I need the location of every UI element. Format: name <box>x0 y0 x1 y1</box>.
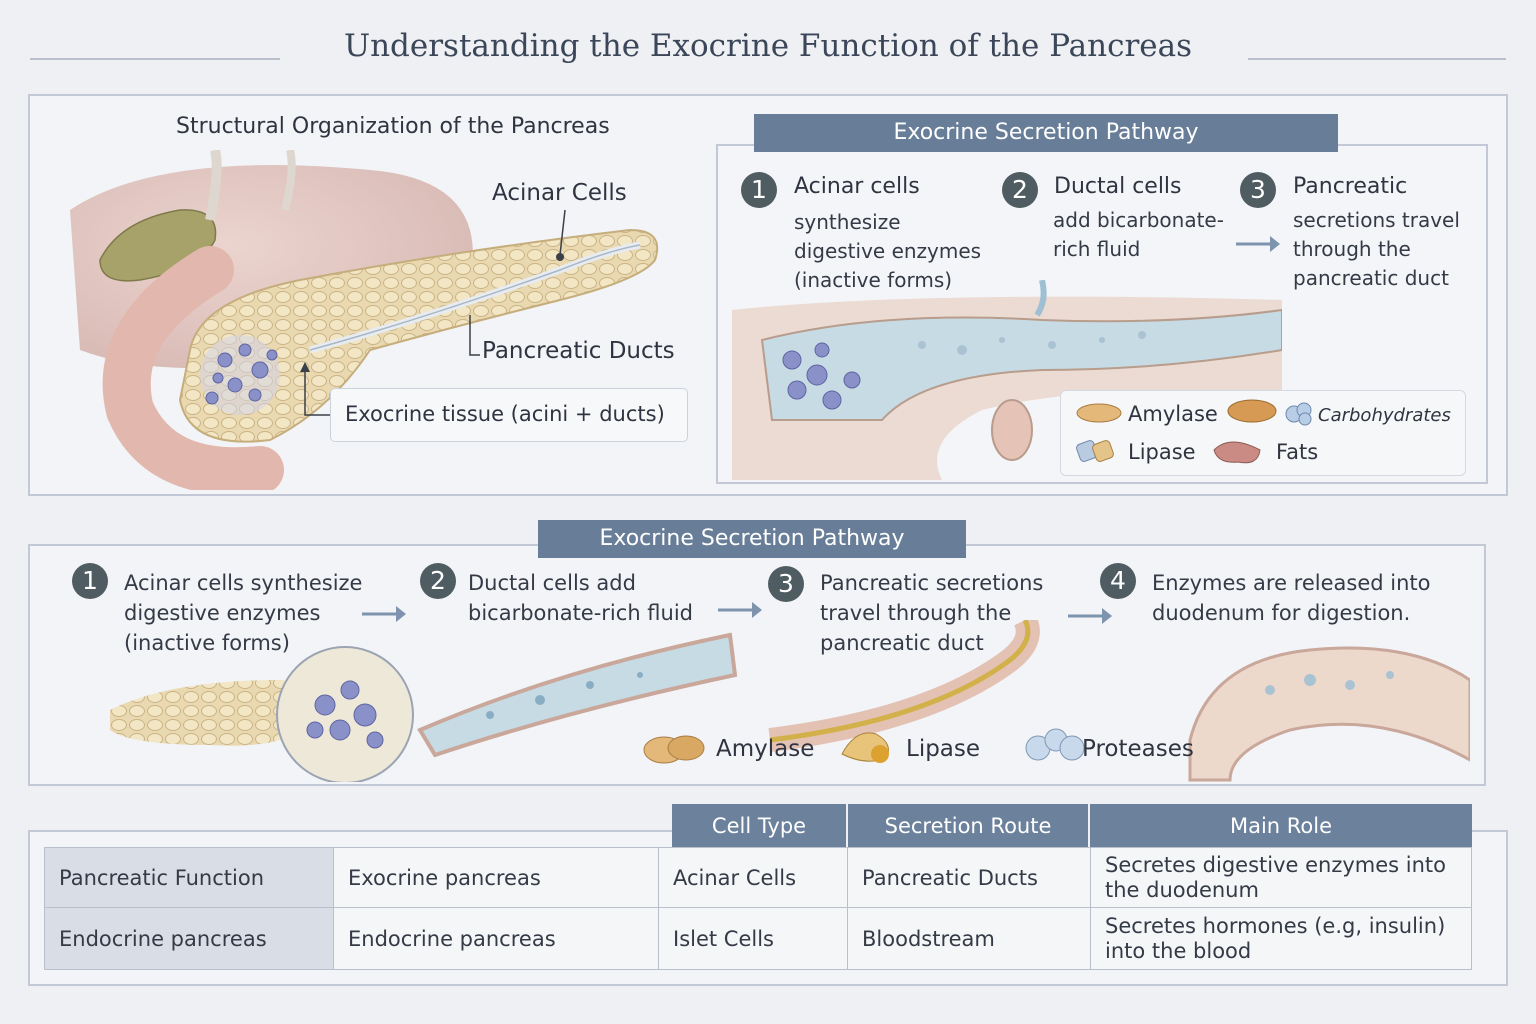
step-badge-1: 1 <box>741 172 777 208</box>
arrow-icon <box>360 602 408 630</box>
top-step-3-title: Pancreatic <box>1293 174 1408 199</box>
arrow-icon <box>1066 604 1114 632</box>
arrow-icon <box>716 598 764 626</box>
row-label: Endocrine pancreas <box>44 907 334 970</box>
step-badge-4: 4 <box>1100 563 1136 599</box>
step-badge-1: 1 <box>72 563 108 599</box>
legend-amylase: Amylase <box>1128 402 1218 426</box>
bottom-step-1-text: Acinar cells synthesize digestive enzyme… <box>124 571 363 655</box>
top-pathway-banner: Exocrine Secretion Pathway <box>754 114 1338 152</box>
lipase-icon <box>1074 436 1118 470</box>
duodenum-shape <box>102 246 284 490</box>
table-header-row: Cell Type Secretion Route Main Role <box>672 804 1472 848</box>
legend-lipase: Lipase <box>1128 440 1196 464</box>
acinar-cells-label: Acinar Cells <box>492 180 627 206</box>
table-cell: Endocrine pancreas <box>333 907 659 970</box>
carbohydrate-molecule-icon <box>1284 400 1316 430</box>
header-secretion-route: Secretion Route <box>848 804 1090 848</box>
exocrine-callout <box>330 388 688 442</box>
header-cell-type: Cell Type <box>672 804 848 848</box>
exocrine-tissue-label: Exocrine tissue (acini + ducts) <box>345 402 665 426</box>
table-row: Endocrine pancreas Endocrine pancreas Is… <box>44 907 1472 970</box>
pancreatic-ducts-label: Pancreatic Ducts <box>482 338 675 364</box>
table-cell: Secretes hormones (e.g, insulin) into th… <box>1090 907 1472 970</box>
top-step-1-title: Acinar cells <box>794 174 920 199</box>
table-cell: Islet Cells <box>658 907 848 970</box>
step-badge-3: 3 <box>768 566 804 602</box>
table-row: Pancreatic Function Exocrine pancreas Ac… <box>44 847 1472 908</box>
enzyme-lipase: Lipase <box>906 736 981 762</box>
step-badge-2: 2 <box>1002 172 1038 208</box>
row-label: Pancreatic Function <box>44 847 334 908</box>
table-cell: Bloodstream <box>847 907 1091 970</box>
step-badge-3: 3 <box>1240 172 1276 208</box>
table-cell: Acinar Cells <box>658 847 848 908</box>
bottom-step-2-text: Ductal cells add bicarbonate-rich fluid <box>468 571 694 625</box>
carbohydrate-icon <box>1226 398 1278 428</box>
bottom-step-4-text: Enzymes are released into duodenum for d… <box>1152 571 1431 625</box>
legend-fats: Fats <box>1276 440 1319 464</box>
protease-molecule-icon <box>1022 724 1088 770</box>
lipase-icon <box>836 724 900 770</box>
bottom-step-3-text: Pancreatic secretions travel through the… <box>820 571 1044 655</box>
title-rule-left <box>30 58 280 60</box>
enzyme-amylase: Amylase <box>716 736 815 762</box>
table-cell: Secretes digestive enzymes into the duod… <box>1090 847 1472 908</box>
step-badge-2: 2 <box>420 563 456 599</box>
duct-pathway-illustration <box>732 280 1282 480</box>
amylase-icon <box>640 730 710 770</box>
arrow-icon <box>1234 232 1282 256</box>
table-cell: Exocrine pancreas <box>333 847 659 908</box>
secretion-pathway-illustration <box>110 620 1470 782</box>
top-step-1-text: synthesize digestive enzymes (inactive f… <box>794 210 982 292</box>
page-title: Understanding the Exocrine Function of t… <box>343 28 1193 64</box>
top-step-2-title: Ductal cells <box>1054 174 1182 199</box>
fat-droplet-icon <box>1210 436 1266 472</box>
pancreas-function-table: Pancreatic Function Exocrine pancreas Ac… <box>44 847 1472 970</box>
legend-carbohydrates: Carbohydrates <box>1318 405 1451 426</box>
enzyme-proteases: Proteases <box>1082 736 1194 762</box>
bottom-pathway-banner: Exocrine Secretion Pathway <box>538 520 966 558</box>
table-cell: Pancreatic Ducts <box>847 847 1091 908</box>
title-rule-right <box>1248 58 1506 60</box>
pancreas-structure-illustration <box>70 150 659 490</box>
header-main-role: Main Role <box>1090 804 1472 848</box>
top-step-3-text: secretions travel through the pancreatic… <box>1293 208 1460 290</box>
amylase-icon <box>1074 402 1124 428</box>
top-step-2-text: add bicarbonate-rich fluid <box>1053 208 1224 261</box>
structure-heading: Structural Organization of the Pancreas <box>176 114 610 139</box>
pancreas-body <box>178 228 659 443</box>
